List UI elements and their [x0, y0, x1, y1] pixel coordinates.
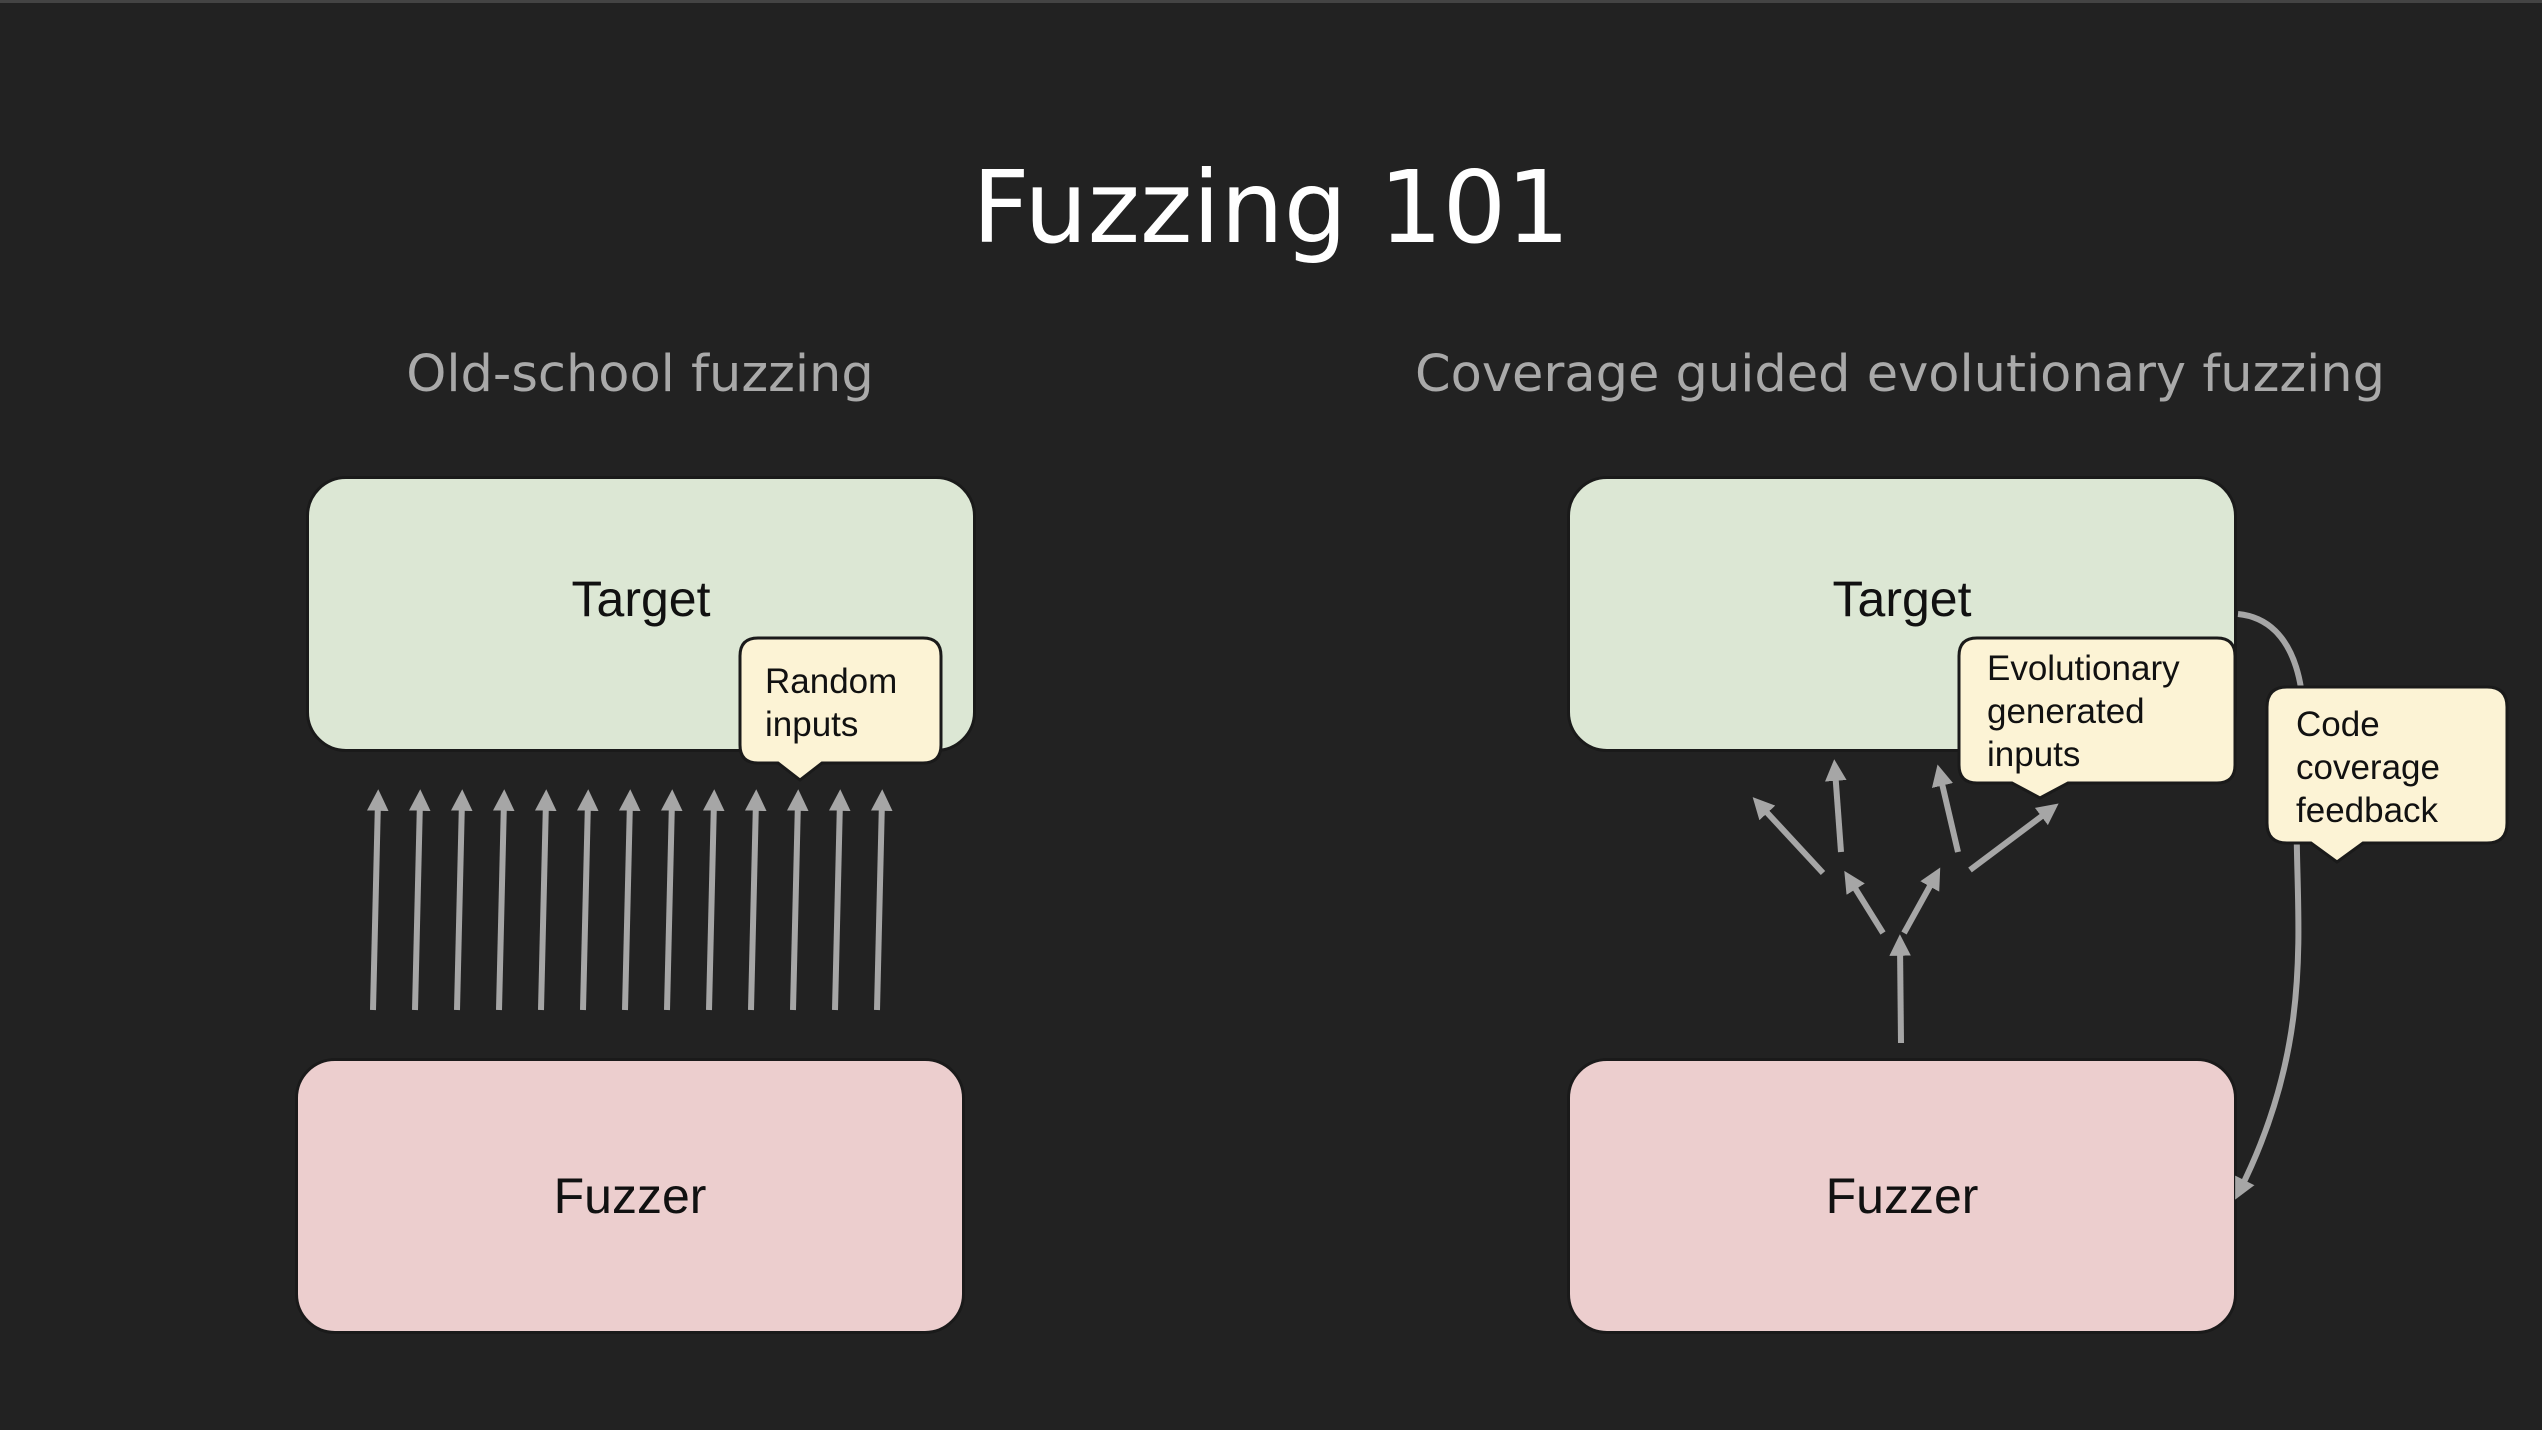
left-target-label: Target [571, 571, 711, 627]
coverage-feedback-callout [2265, 685, 2509, 864]
evolution-arrow [1752, 797, 1826, 876]
random-arrow [618, 789, 641, 1011]
random-arrow [828, 789, 851, 1011]
evolution-arrow [1931, 764, 1961, 853]
right-panel-heading: Coverage guided evolutionary fuzzing [1415, 345, 2385, 404]
evolution-arrow [1844, 870, 1886, 935]
evolution-arrow [1825, 759, 1847, 853]
slide-title: Fuzzing 101 [972, 149, 1570, 266]
random-arrow [492, 789, 515, 1011]
random-arrow [366, 789, 389, 1011]
coverage-feedback-callout-text: Code coverage feedback [2296, 705, 2440, 830]
right-fuzzer-box: Fuzzer [1567, 1058, 2237, 1334]
evolutionary-inputs-callout-text: Evolutionary generated inputs [1987, 649, 2180, 774]
evolution-arrows [1752, 759, 2059, 1044]
evolution-arrow [1968, 803, 2059, 873]
evolution-arrow [1901, 867, 1941, 935]
evolutionary-inputs-callout [1957, 636, 2237, 800]
left-fuzzer-box: Fuzzer [295, 1058, 965, 1334]
random-arrow [660, 789, 683, 1011]
random-arrow [408, 789, 431, 1011]
random-input-arrows [366, 789, 893, 1011]
random-inputs-callout-text: Random inputs [765, 662, 898, 744]
left-fuzzer-label: Fuzzer [553, 1168, 707, 1224]
right-fuzzer-label: Fuzzer [1825, 1168, 1979, 1224]
random-arrow [786, 789, 809, 1011]
top-border [0, 0, 2542, 3]
random-arrow [702, 789, 725, 1011]
random-arrow [576, 789, 599, 1011]
random-arrow [534, 789, 557, 1011]
random-inputs-callout [738, 636, 943, 782]
left-panel-heading: Old-school fuzzing [406, 345, 874, 404]
evolution-arrow [1889, 934, 1911, 1044]
random-arrow [450, 789, 473, 1011]
right-target-label: Target [1832, 571, 1972, 627]
random-arrow [870, 789, 893, 1011]
random-arrow [744, 789, 767, 1011]
